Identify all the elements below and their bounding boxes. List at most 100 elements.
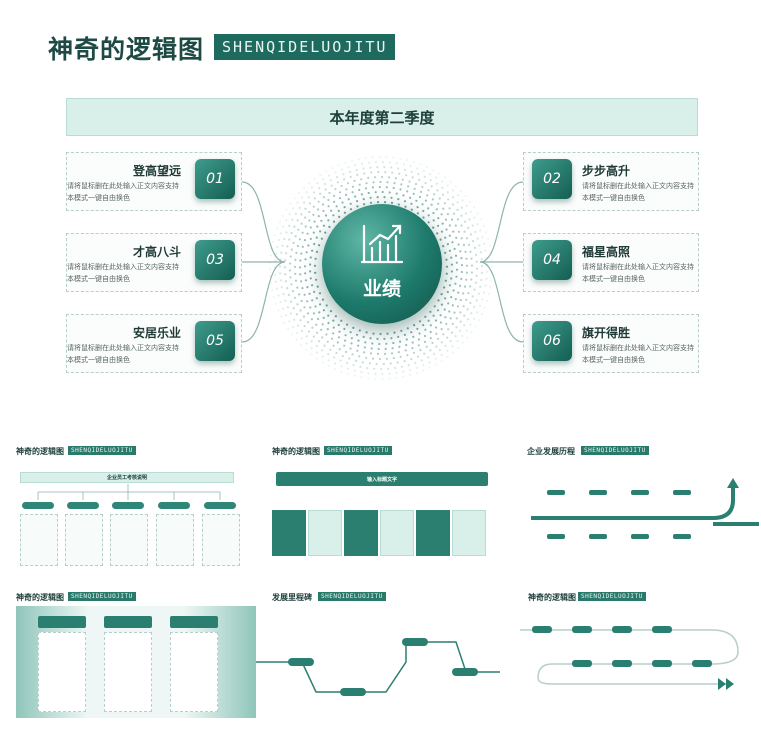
- halo-dot: [380, 367, 383, 371]
- halo-dot: [422, 364, 425, 367]
- halo-dot: [476, 223, 479, 226]
- halo-dot: [344, 339, 347, 342]
- halo-dot: [338, 215, 341, 218]
- halo-dot: [308, 202, 312, 205]
- halo-dot: [355, 333, 359, 336]
- halo-dot: [384, 347, 387, 350]
- halo-dot: [333, 362, 337, 365]
- halo-dot: [416, 167, 419, 170]
- halo-dot: [406, 159, 409, 162]
- thumbnail-box: [110, 514, 148, 566]
- halo-dot: [439, 314, 442, 317]
- halo-dot: [303, 201, 306, 204]
- halo-dot: [448, 249, 451, 252]
- halo-dot: [357, 344, 360, 347]
- halo-dot: [444, 279, 447, 282]
- halo-dot: [309, 237, 312, 240]
- section-banner: 本年度第二季度: [66, 98, 698, 136]
- halo-dot: [316, 285, 319, 288]
- halo-dot: [299, 273, 302, 276]
- halo-dot: [312, 191, 315, 194]
- thumbnail-col: [272, 510, 306, 556]
- halo-dot: [357, 158, 360, 161]
- halo-dot: [461, 199, 464, 202]
- halo-dot: [314, 257, 317, 260]
- halo-dot: [279, 232, 282, 235]
- halo-dot: [451, 203, 455, 206]
- halo-dot: [377, 170, 380, 174]
- halo-dot: [348, 170, 351, 173]
- halo-dot: [418, 332, 421, 335]
- halo-dot: [464, 250, 467, 253]
- halo-dot: [452, 289, 455, 292]
- halo-dot: [332, 326, 335, 329]
- halo-dot: [388, 377, 391, 380]
- halo-dot: [278, 220, 282, 224]
- halo-dot: [305, 191, 308, 194]
- halo-dot: [327, 205, 330, 208]
- halo-dot: [445, 265, 449, 268]
- halo-dot: [425, 165, 429, 169]
- thumbnail-4[interactable]: 神奇的逻辑图 SHENQIDELUOJITU: [16, 592, 256, 737]
- halo-dot: [282, 292, 285, 296]
- thumbnail-3[interactable]: 企业发展历程 SHENQIDELUOJITU: [527, 446, 761, 596]
- halo-dot: [383, 337, 386, 340]
- halo-dot: [311, 284, 314, 287]
- halo-dot: [384, 171, 387, 174]
- halo-dot: [367, 372, 370, 375]
- halo-dot: [309, 263, 312, 266]
- halo-dot: [315, 236, 318, 239]
- halo-dot: [332, 332, 335, 335]
- halo-dot: [388, 191, 391, 194]
- thumbnail-5[interactable]: 发展里程碑 SHENQIDELUOJITU: [256, 592, 508, 737]
- halo-dot: [310, 186, 314, 189]
- thumbnail-2[interactable]: 神奇的逻辑图 SHENQIDELUOJITU 输入标题文字: [272, 446, 512, 596]
- halo-dot: [300, 343, 303, 347]
- halo-dot: [272, 240, 275, 243]
- thumbnail-6[interactable]: 神奇的逻辑图 SHENQIDELUOJITU: [512, 592, 761, 737]
- halo-dot: [397, 167, 400, 170]
- halo-dot: [450, 331, 454, 334]
- halo-dot: [473, 317, 476, 320]
- halo-dot: [305, 335, 308, 338]
- halo-dot: [440, 328, 443, 331]
- halo-dot: [309, 270, 312, 273]
- halo-dot: [376, 337, 379, 340]
- halo-dot: [475, 274, 478, 277]
- halo-dot: [392, 341, 395, 345]
- halo-dot: [411, 341, 414, 344]
- halo-dot: [379, 180, 382, 184]
- halo-dot: [480, 278, 483, 282]
- halo-dot: [302, 315, 306, 318]
- halo-dot: [451, 196, 454, 199]
- halo-dot: [323, 182, 326, 186]
- halo-dot: [325, 333, 328, 336]
- halo-dot: [279, 258, 282, 261]
- thumbnail-1[interactable]: 神奇的逻辑图 SHENQIDELUOJITU 企业员工考核说明: [16, 446, 256, 596]
- halo-dot: [465, 237, 469, 240]
- thumbnail-col: [380, 510, 414, 556]
- item-title: 旗开得胜: [582, 326, 631, 340]
- halo-dot: [438, 197, 441, 200]
- halo-dot: [279, 301, 282, 304]
- halo-dot: [273, 266, 277, 269]
- halo-dot: [399, 340, 402, 343]
- halo-dot: [440, 230, 443, 233]
- halo-dot: [369, 201, 373, 204]
- halo-dot: [327, 198, 330, 202]
- halo-dot: [337, 209, 340, 212]
- halo-dot: [459, 250, 462, 253]
- thumbnail-pill: [204, 502, 236, 509]
- halo-dot: [332, 344, 335, 347]
- halo-dot: [287, 293, 290, 296]
- halo-dot: [484, 249, 487, 252]
- halo-dot: [455, 317, 458, 320]
- halo-dot: [383, 166, 386, 169]
- halo-dot: [283, 266, 287, 269]
- halo-dot: [476, 237, 479, 240]
- thumbnail-tree-lines: [37, 484, 221, 500]
- halo-dot: [461, 334, 464, 338]
- halo-dot: [414, 182, 418, 186]
- halo-dot: [356, 173, 359, 176]
- halo-dot: [386, 332, 389, 335]
